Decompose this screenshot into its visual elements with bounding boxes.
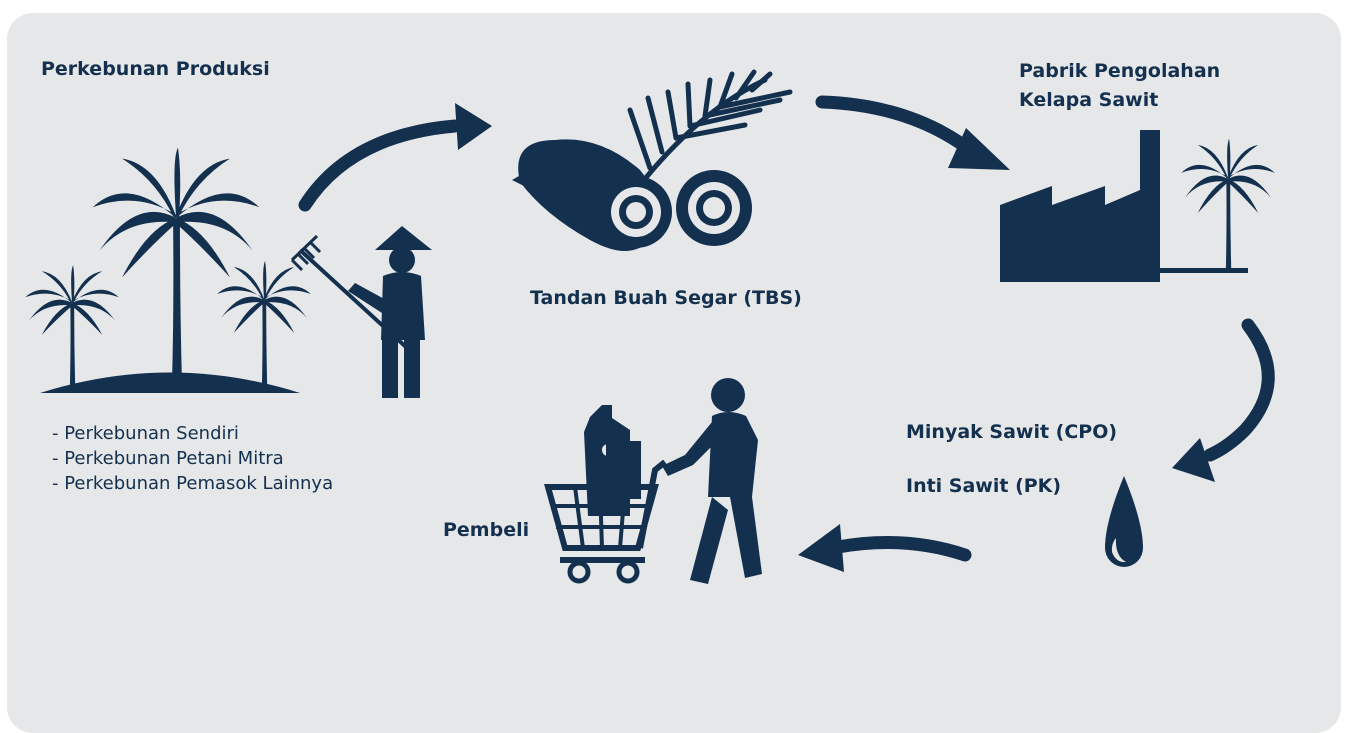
shopping-cart-icon — [544, 378, 762, 584]
arrow-mill-to-products — [1172, 318, 1275, 482]
plantation-title: Perkebunan Produksi — [41, 58, 270, 80]
product-pk-label: Inti Sawit (PK) — [906, 475, 1062, 497]
diagram-artwork — [25, 69, 1275, 584]
oil-drop-icon — [1105, 476, 1143, 567]
palm-fruit-bunch-icon — [512, 69, 793, 251]
mill-label-line1: Pabrik Pengolahan — [1019, 60, 1221, 82]
source-own-estate: - Perkebunan Sendiri — [52, 423, 239, 444]
arrow-plantation-to-ffb — [298, 103, 492, 212]
plantation-sources: - Perkebunan Sendiri - Perkebunan Petani… — [52, 421, 333, 496]
buyer-label: Pembeli — [443, 519, 530, 541]
source-partner-farmers: - Perkebunan Petani Mitra — [52, 448, 284, 469]
farmer-icon — [290, 226, 432, 398]
factory-icon — [1000, 130, 1275, 282]
ffb-label: Tandan Buah Segar (TBS) — [530, 287, 802, 309]
source-other-suppliers: - Perkebunan Pemasok Lainnya — [52, 473, 334, 494]
palm-tree-icon — [25, 147, 311, 393]
arrow-ffb-to-mill — [815, 95, 1010, 170]
arrow-products-to-buyer — [798, 524, 972, 572]
product-cpo-label: Minyak Sawit (CPO) — [906, 421, 1118, 443]
mill-label-line2: Kelapa Sawit — [1019, 89, 1159, 111]
